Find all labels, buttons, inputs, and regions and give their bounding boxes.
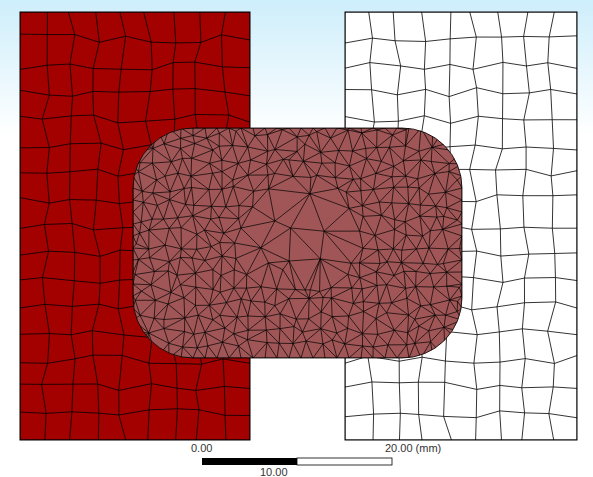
mesh-line — [20, 89, 250, 97]
mesh-line — [20, 114, 250, 122]
mesh-line — [345, 382, 577, 389]
mesh-line — [345, 411, 577, 418]
mesh-line — [522, 12, 530, 440]
mesh-line — [20, 384, 250, 391]
mesh-line — [20, 409, 250, 416]
mesh-line — [345, 62, 577, 69]
mesh-line — [92, 12, 101, 440]
mesh-line — [42, 12, 50, 440]
mesh-line — [345, 88, 577, 97]
mesh-line — [345, 36, 577, 43]
mesh-line — [496, 12, 503, 440]
mesh-line — [470, 12, 479, 440]
pin-body — [133, 128, 462, 358]
scale-bar-white — [297, 458, 392, 465]
scale-label: 0.00 — [191, 442, 212, 455]
triangle-mesh — [133, 128, 462, 358]
mesh-line — [20, 34, 250, 43]
pin-mesh — [133, 128, 462, 358]
mesh-line — [345, 116, 577, 124]
scale-label: 10.00 — [260, 466, 288, 477]
scale-bar-black — [202, 458, 297, 465]
mesh-line — [20, 62, 250, 70]
mesh-line — [68, 12, 75, 440]
mesh-line — [548, 12, 556, 440]
scale-label: 20.00 (mm) — [385, 442, 441, 455]
mesh-line — [118, 12, 126, 440]
pin-outline — [133, 128, 462, 358]
